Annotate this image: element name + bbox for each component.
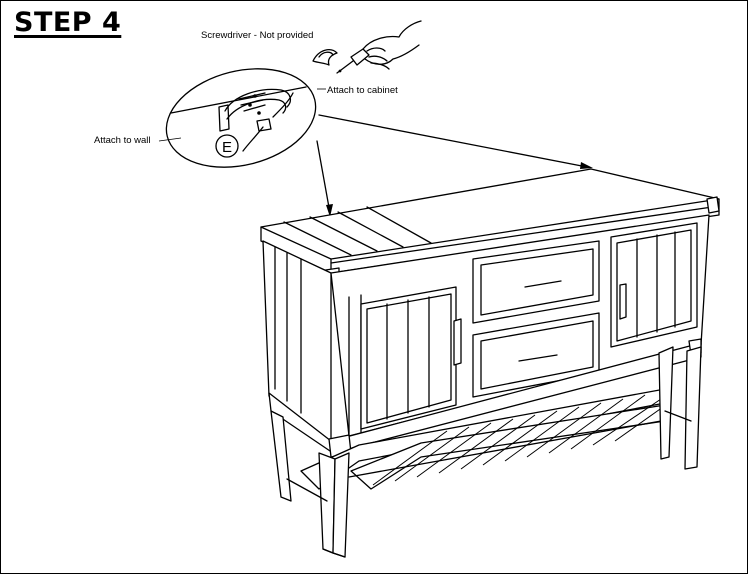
attach-cabinet-label: Attach to cabinet	[327, 85, 398, 96]
pointer-arrows	[316, 114, 593, 217]
attach-wall-label: Attach to wall	[94, 135, 151, 146]
screwdriver-label: Screwdriver - Not provided	[201, 30, 314, 41]
screwdriver-hand-icon	[312, 20, 422, 74]
wall-leader	[158, 137, 182, 142]
part-letter: E	[222, 139, 232, 156]
cabinet-drawing	[260, 168, 720, 558]
step-title: STEP 4	[14, 7, 122, 38]
anti-tip-bracket	[218, 88, 294, 152]
detail-callout: E	[165, 68, 317, 168]
part-e-badge	[215, 134, 239, 158]
